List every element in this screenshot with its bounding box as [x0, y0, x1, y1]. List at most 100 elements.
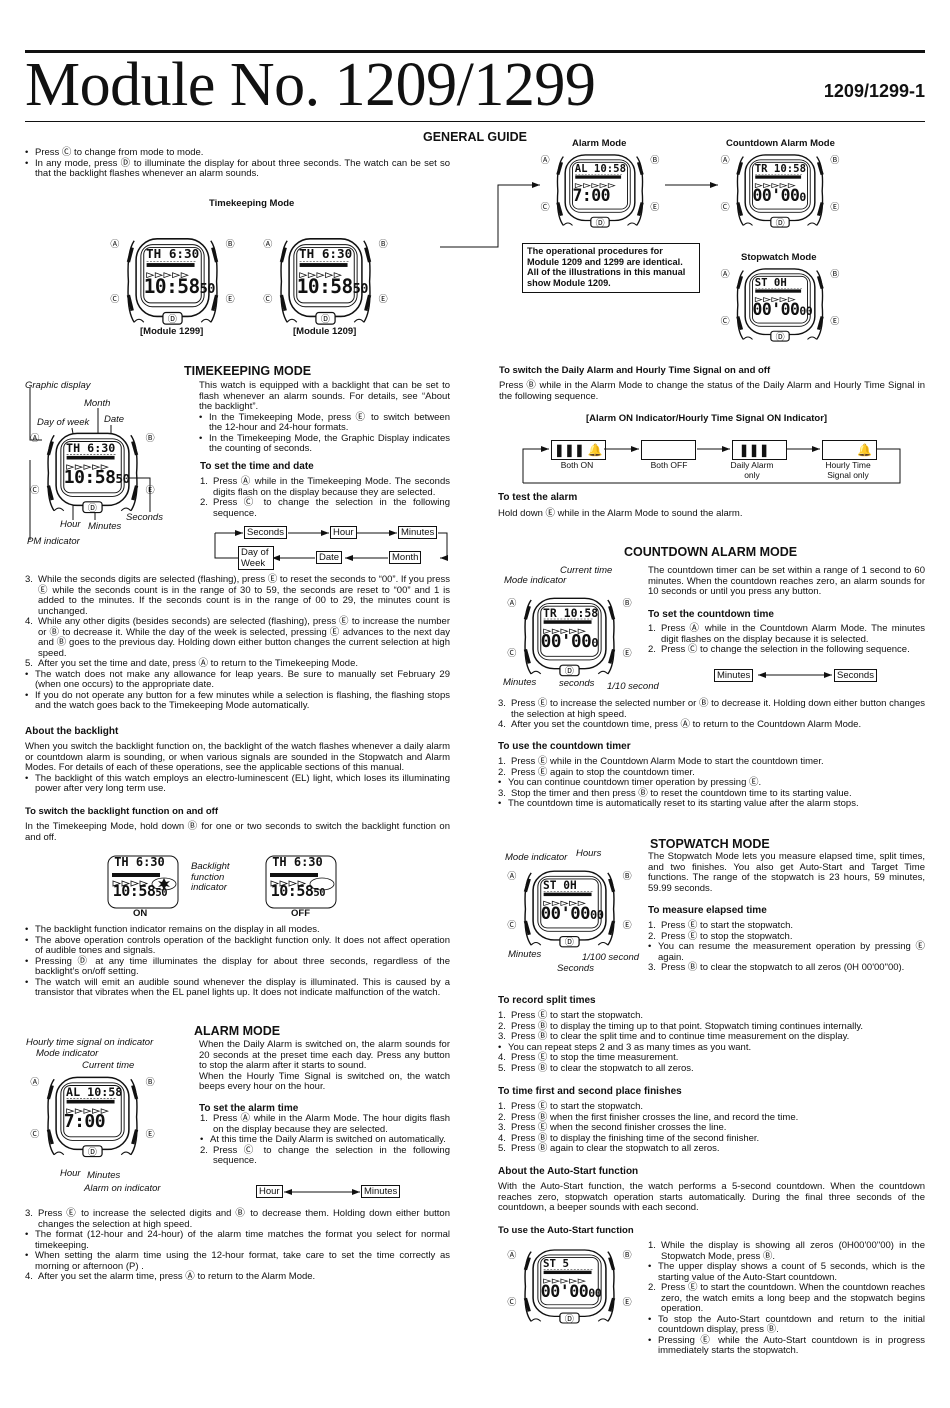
list-marker: • — [648, 1261, 652, 1272]
list-marker: • — [25, 157, 29, 169]
watch-module-1209: TH 6:30 10:5850 Ⓐ Ⓑ Ⓒ Ⓔ Ⓓ — [263, 233, 388, 330]
page-title: Module No. 1209/1299 — [25, 51, 596, 119]
countdown-intro: The countdown timer can be set within a … — [648, 565, 925, 597]
use-countdown-steps: 1.Press Ⓔ while in the Countdown Alarm M… — [498, 756, 925, 810]
button-c-label: Ⓒ — [30, 1128, 40, 1139]
test-alarm-heading: To test the alarm — [498, 492, 578, 503]
label-month: Month — [84, 398, 111, 409]
label-mode-indicator: Mode indicator — [504, 575, 567, 586]
list-text: If you do not operate any button for a f… — [35, 689, 450, 711]
button-e-label: Ⓔ — [145, 484, 155, 495]
button-d-label: Ⓓ — [564, 937, 574, 948]
lcd-upper-display: TR 10:58 — [754, 161, 807, 175]
title-rule — [25, 121, 925, 122]
state-label: Both ON — [560, 460, 594, 470]
label-seconds: Seconds — [557, 963, 594, 974]
button-e-label: Ⓔ — [378, 294, 388, 305]
backlight-body: When you switch the backlight function o… — [25, 741, 450, 795]
list-text: Press Ⓒ to change the selection in the f… — [213, 1144, 450, 1166]
use-countdown-heading: To use the countdown timer — [498, 741, 631, 752]
list-item: This watch is equipped with a backlight … — [199, 380, 450, 413]
list-item: •You can repeat steps 2 and 3 as many ti… — [498, 1042, 925, 1054]
label-mode-indicator: Mode indicator — [505, 852, 568, 863]
lcd-main-display: 10:5850 — [113, 884, 168, 899]
seq-hour: Hour — [330, 526, 357, 539]
list-item: 1.Press Ⓔ to start the stopwatch. — [648, 920, 925, 932]
split-steps: 1.Press Ⓔ to start the stopwatch.2.Press… — [498, 1010, 925, 1075]
list-item: •At this time the Daily Alarm is switche… — [200, 1134, 450, 1146]
auto-start-steps: 1.While the display is showing all zeros… — [648, 1240, 925, 1357]
lcd-main-digits: 10:58 — [296, 274, 353, 298]
button-e-label: Ⓔ — [650, 201, 660, 212]
list-text: Press Ⓐ while in the Countdown Alarm Mod… — [661, 623, 925, 645]
list-marker: 4. — [498, 719, 506, 730]
button-a-label: Ⓐ — [30, 433, 40, 444]
list-item: •In the Timekeeping Mode, the Graphic Di… — [199, 433, 450, 455]
list-marker: 3. — [648, 962, 656, 973]
list-item: 2. Press Ⓒ to change the selection in the… — [200, 1144, 450, 1167]
list-text: While any other digits (besides seconds)… — [38, 616, 450, 659]
list-item: 5.Press Ⓑ to clear the stopwatch to all … — [498, 1063, 925, 1075]
list-item: • In any mode, press Ⓓ to illuminate the … — [25, 157, 450, 180]
state-label: Both OFF — [650, 460, 688, 470]
watch-module-1299: TH 6:30 10:5850 Ⓐ Ⓑ Ⓒ Ⓔ Ⓓ — [110, 233, 235, 330]
label-hundredth-second: 1/100 second — [582, 952, 640, 963]
watch-alarm-mode: AL 10:58 7:00 Ⓐ Ⓑ Ⓒ Ⓔ Ⓓ — [541, 150, 659, 232]
list-item: •You can continue countdown timer operat… — [498, 777, 925, 789]
lcd-backlight-on: TH 6:30 10:5850 — [107, 855, 179, 909]
list-item: 2.Press Ⓔ to start the countdown. When t… — [648, 1282, 925, 1315]
list-text: Press Ⓑ to display the finishing time of… — [511, 1132, 760, 1144]
list-item: When the Hourly Time Signal is switched … — [199, 1071, 450, 1093]
list-marker: • — [25, 147, 29, 158]
label-hour: Hour — [60, 1168, 81, 1179]
set-alarm-steps: 1.Press Ⓐ while in the Alarm Mode. The h… — [200, 1113, 450, 1167]
indicator-both-on: ❚❚❚ 🔔 — [551, 440, 606, 460]
list-marker: 3. — [498, 698, 506, 709]
lcd-upper-display: TH 6:30 — [272, 854, 323, 869]
list-marker: 3. — [25, 574, 33, 585]
auto-start-heading: About the Auto-Start function — [498, 1166, 639, 1177]
lcd-main-display: 7:00 — [573, 187, 611, 203]
list-item: •To stop the Auto-Start countdown and re… — [648, 1313, 925, 1336]
label-minutes: Minutes — [508, 949, 542, 960]
button-b-label: Ⓑ — [622, 598, 632, 609]
list-marker: • — [25, 1229, 29, 1240]
list-text: When the Daily Alarm is switched on, the… — [199, 1039, 450, 1071]
lcd-upper-display: AL 10:58 — [66, 1085, 123, 1100]
stopwatch-heading: STOPWATCH MODE — [650, 837, 770, 851]
list-item: • Press Ⓒ to change from mode to mode. — [25, 147, 450, 159]
button-b-label: Ⓑ — [145, 1077, 155, 1088]
button-a-label: Ⓐ — [540, 154, 550, 165]
list-marker: 2. — [200, 1144, 208, 1156]
button-e-label: Ⓔ — [622, 920, 632, 931]
lcd-main-digits: 7:00 — [63, 1111, 106, 1132]
list-text: After you set the alarm time, press Ⓐ to… — [38, 1271, 316, 1282]
list-marker: 4. — [25, 1271, 33, 1282]
lcd-main-display: 00'000 — [753, 187, 807, 204]
button-e-label: Ⓔ — [622, 648, 632, 659]
lcd-small-digits: 0 — [799, 190, 806, 204]
list-text: To stop the Auto-Start countdown and ret… — [658, 1313, 925, 1335]
general-guide-bullets: • Press Ⓒ to change from mode to mode. • In… — [25, 147, 450, 180]
lcd-main-digits: 7:00 — [572, 186, 611, 205]
list-text: In any mode, press Ⓓ to illuminate the d… — [35, 157, 450, 179]
label-minutes: Minutes — [87, 1170, 121, 1181]
list-text: Press Ⓔ to increase the selected digits … — [38, 1208, 450, 1230]
top-rule — [25, 50, 925, 53]
list-marker: 5. — [498, 1143, 506, 1154]
list-item: 4.Press Ⓑ to display the finishing time … — [498, 1132, 925, 1145]
list-marker: 1. — [200, 476, 208, 487]
lcd-main-display: 10:5850 — [271, 884, 326, 899]
list-text: Press Ⓒ to change from mode to mode. — [35, 147, 204, 158]
set-countdown-more-steps: 3.Press Ⓔ to increase the selected numbe… — [498, 698, 925, 731]
lcd-main-digits: 00'00 — [540, 632, 592, 652]
watch-timekeeping: TH 6:30 10:5850 Ⓐ Ⓑ Ⓒ Ⓔ Ⓓ — [30, 428, 155, 518]
timekeeping-heading: TIMEKEEPING MODE — [184, 364, 312, 378]
list-text: When setting the alarm time using the 12… — [35, 1250, 450, 1272]
lcd-small-digits: 00 — [799, 304, 813, 318]
list-marker: • — [25, 689, 29, 701]
list-text: While the seconds digits are selected (f… — [38, 574, 450, 617]
backlight-on-caption: ON — [133, 908, 148, 919]
list-item: 3.Press Ⓔ when the second finisher cross… — [498, 1122, 925, 1134]
lcd-upper-display: TR 10:58 — [543, 605, 599, 620]
